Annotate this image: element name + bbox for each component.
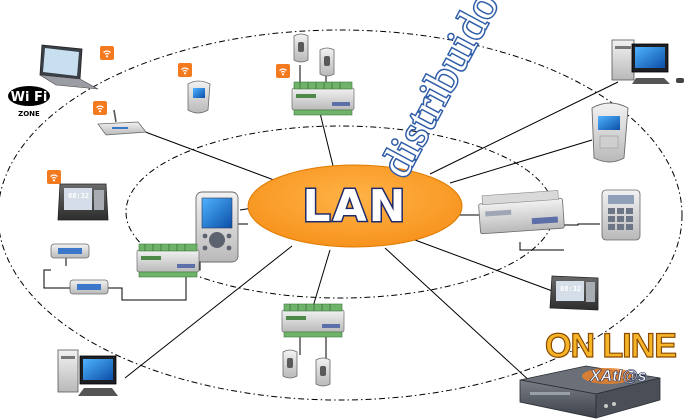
proximity-reader-icon bbox=[282, 349, 298, 379]
wifi-signal-icon bbox=[92, 100, 108, 116]
link-keypad-2 bbox=[519, 242, 564, 251]
handheld-terminal-icon bbox=[195, 191, 239, 263]
din-rail-controller-icon bbox=[291, 81, 355, 116]
wifi-zone-logo: Wi Fi ZONE bbox=[8, 86, 50, 118]
desktop-computer-icon bbox=[57, 349, 118, 396]
link-server bbox=[384, 247, 546, 396]
link-keypad bbox=[560, 223, 600, 226]
wifi-signal-icon bbox=[46, 169, 62, 185]
proximity-reader-icon bbox=[319, 47, 335, 77]
terminal-clock-text: 08:32 bbox=[560, 285, 581, 293]
wifi-logo-oval bbox=[8, 86, 50, 106]
link-top-right-pc bbox=[429, 81, 619, 175]
proximity-reader-icon bbox=[315, 357, 331, 387]
connection-lines bbox=[43, 65, 619, 396]
wifi-signal-icon bbox=[177, 62, 193, 78]
din-rail-controller-icon bbox=[136, 243, 200, 278]
terminal-clock-text: 08:32 bbox=[68, 192, 89, 200]
proximity-reader-icon bbox=[293, 33, 309, 63]
slim-card-reader-icon bbox=[50, 243, 90, 259]
lan-hub: LAN bbox=[247, 164, 463, 248]
din-rail-controller-icon bbox=[281, 303, 345, 338]
xatlas-label: XAtl@s bbox=[589, 368, 647, 385]
keypad-icon bbox=[601, 189, 641, 241]
online-label: ON LINE bbox=[545, 327, 676, 365]
distribuido-banner: distribuido bbox=[369, 0, 510, 186]
distribuido-label: distribuido bbox=[371, 0, 509, 185]
link-left-readers bbox=[43, 269, 70, 289]
top-controller-group bbox=[291, 33, 355, 116]
link-bottom-controller bbox=[311, 249, 331, 311]
din-rail-controller-icon bbox=[478, 190, 565, 235]
laptop-icon bbox=[39, 44, 99, 90]
wifi-signal-icon bbox=[99, 45, 115, 61]
wifi-signal-icon bbox=[275, 63, 291, 79]
online-badge: ON LINE bbox=[544, 326, 677, 365]
wall-terminal-icon bbox=[591, 102, 629, 163]
time-terminal-icon: 08:32 bbox=[57, 183, 109, 221]
link-bottom-left-pc bbox=[124, 245, 293, 379]
link-router bbox=[139, 129, 291, 187]
lan-ellipse bbox=[247, 164, 463, 248]
desktop-computer-icon bbox=[611, 39, 684, 84]
outer-network-ring bbox=[0, 29, 683, 401]
link-wall-reader bbox=[449, 139, 593, 184]
link-left-readers-2 bbox=[108, 276, 187, 301]
server-appliance-icon: XAtl@s bbox=[519, 365, 661, 419]
time-terminal-icon: 08:32 bbox=[549, 275, 599, 311]
link-right-terminal bbox=[414, 239, 556, 293]
slim-card-reader-icon bbox=[69, 279, 109, 295]
bottom-controller-group bbox=[281, 303, 345, 387]
wifi-zone-text: ZONE bbox=[18, 110, 40, 118]
wireless-router-icon bbox=[97, 109, 147, 136]
wifi-logo-text: Wi Fi bbox=[11, 90, 48, 105]
card-reader-icon bbox=[187, 80, 211, 114]
lan-label: LAN bbox=[303, 181, 408, 232]
